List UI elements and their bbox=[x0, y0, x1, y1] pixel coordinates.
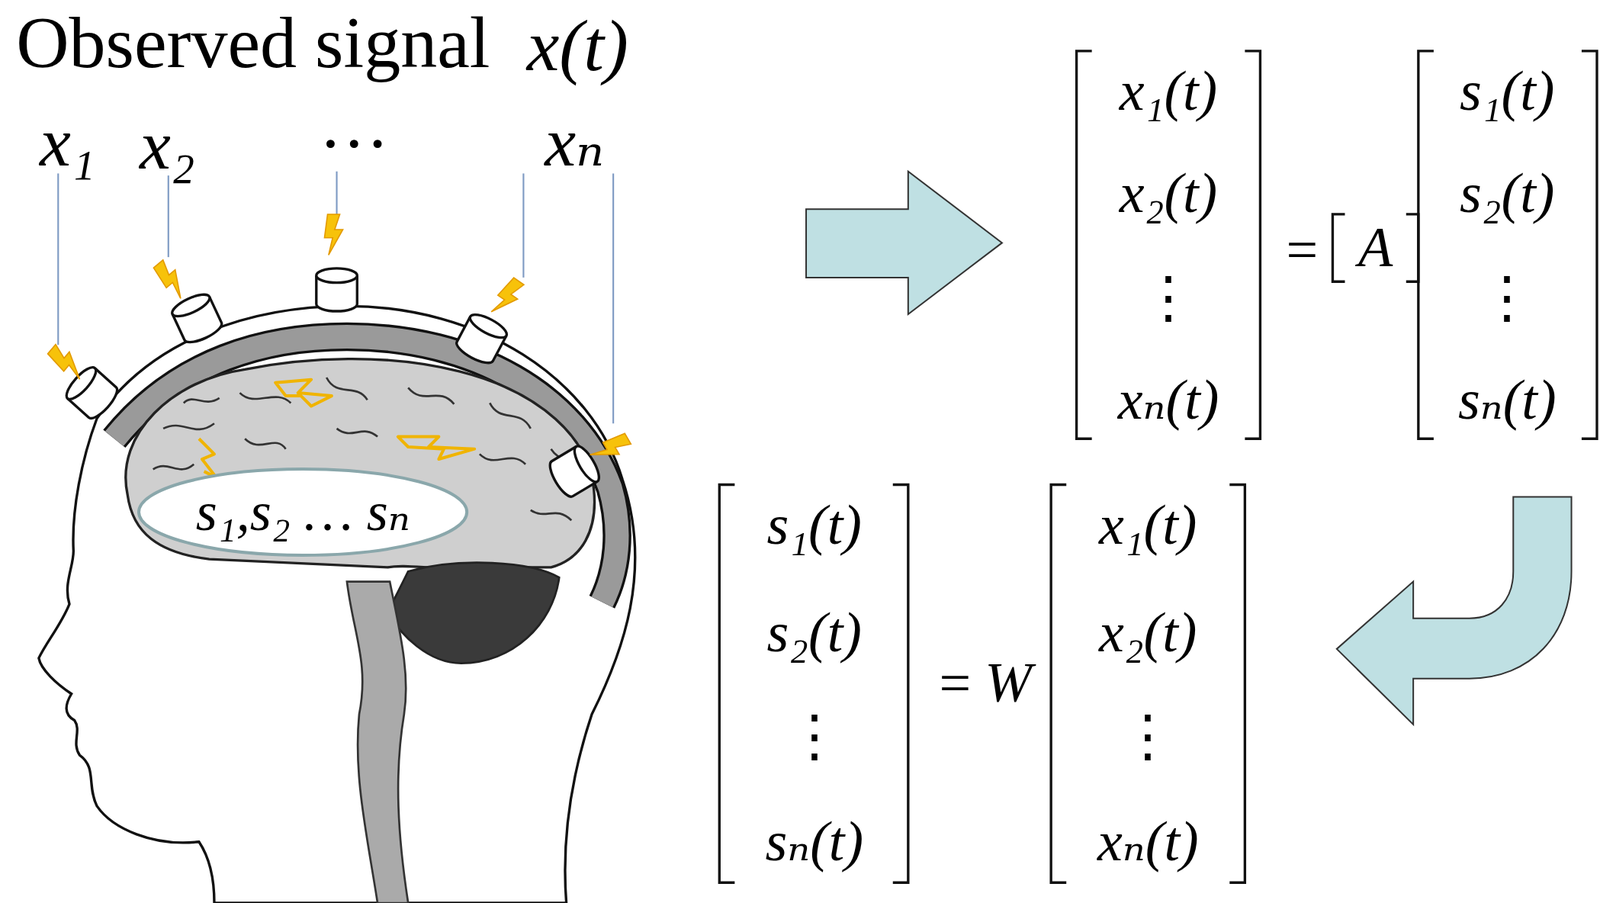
math-label: ⋮ bbox=[786, 705, 843, 768]
electrodes bbox=[570, 443, 605, 486]
matrix-brackets bbox=[1244, 51, 1260, 439]
electrodes bbox=[169, 290, 213, 322]
math-label: = bbox=[1285, 218, 1318, 281]
brain-folds bbox=[244, 438, 286, 449]
matrix-brackets bbox=[1406, 214, 1419, 282]
math-label: x₂ bbox=[139, 107, 196, 185]
neural-activity bbox=[398, 436, 475, 460]
matrix-brackets bbox=[1076, 51, 1093, 439]
math-label: W bbox=[984, 652, 1032, 715]
electrode-wires bbox=[57, 173, 59, 345]
math-label: ⋮ bbox=[1119, 705, 1176, 768]
brain-folds bbox=[489, 402, 531, 428]
matrix-brackets bbox=[1418, 51, 1434, 439]
math-label: Observed signal bbox=[16, 2, 490, 84]
brain-folds bbox=[408, 387, 454, 404]
brain-folds bbox=[479, 453, 526, 464]
electrodes bbox=[62, 268, 605, 501]
skull-band bbox=[114, 336, 617, 602]
matrix-brackets bbox=[1332, 214, 1345, 282]
math-label: x₁(t) bbox=[1098, 494, 1197, 556]
head-illustration bbox=[38, 305, 636, 903]
brain-folds bbox=[183, 398, 220, 404]
brain-folds bbox=[153, 464, 195, 470]
math-label: xₙ(t) bbox=[1097, 810, 1199, 873]
ellipse-outline bbox=[138, 469, 467, 556]
electrodes bbox=[316, 268, 358, 283]
electrodes bbox=[453, 310, 511, 368]
electrodes bbox=[169, 290, 225, 347]
math-label: s₁(t) bbox=[1459, 61, 1555, 123]
electrodes bbox=[545, 443, 604, 501]
source-ellipse: s₁,s₂ … sₙ bbox=[136, 466, 470, 558]
lightning-bolts bbox=[45, 214, 633, 468]
brain bbox=[125, 359, 595, 569]
math-label: x₁(t) bbox=[1119, 61, 1218, 123]
block-arrow bbox=[806, 171, 1003, 315]
matrix-brackets bbox=[1581, 51, 1597, 439]
math-label: ⋮ bbox=[1478, 266, 1536, 329]
math-label: xₙ(t) bbox=[1118, 369, 1220, 431]
matrix-brackets bbox=[1050, 484, 1067, 883]
electrodes bbox=[62, 363, 101, 403]
brain-folds bbox=[163, 423, 215, 430]
neural-activity bbox=[199, 438, 217, 478]
math-label: s₁(t) bbox=[767, 494, 862, 556]
lightning-bolts bbox=[587, 430, 633, 468]
lightning-bolts bbox=[151, 257, 192, 301]
math-label: x₂(t) bbox=[1098, 601, 1197, 664]
cerebellum bbox=[387, 562, 560, 664]
matrix-brackets bbox=[719, 51, 1597, 883]
math-label: sₙ(t) bbox=[1458, 369, 1557, 431]
electrode-wires bbox=[335, 171, 338, 215]
math-label: = bbox=[939, 652, 972, 715]
brain-folds bbox=[530, 510, 572, 521]
brainstem bbox=[346, 581, 409, 903]
neural-activity bbox=[275, 379, 332, 407]
math-label: x₁ bbox=[39, 104, 96, 182]
math-label: x(t) bbox=[526, 5, 629, 87]
skull-band bbox=[114, 336, 617, 602]
source-label: s₁,s₂ … sₙ bbox=[195, 481, 411, 543]
math-label: xₙ bbox=[544, 104, 605, 182]
electrodes bbox=[316, 268, 358, 312]
lightning-bolts bbox=[324, 214, 343, 256]
electrode-wires bbox=[522, 173, 524, 277]
math-label: x₂(t) bbox=[1119, 163, 1218, 225]
electrode-wires bbox=[167, 175, 170, 258]
electrodes bbox=[62, 363, 123, 422]
math-label: s₂(t) bbox=[767, 601, 862, 664]
brain-folds bbox=[337, 428, 379, 437]
curved-block-arrow bbox=[1336, 497, 1572, 725]
lightning-bolts bbox=[488, 276, 527, 321]
neural-activity bbox=[199, 379, 475, 478]
math-label: A bbox=[1358, 216, 1393, 279]
math-label: s₂(t) bbox=[1459, 163, 1555, 225]
math-label: sₙ(t) bbox=[764, 810, 864, 873]
head-outline bbox=[38, 305, 636, 903]
electrode-wires bbox=[57, 171, 614, 424]
matrix-brackets bbox=[893, 484, 909, 883]
matrix-brackets bbox=[719, 484, 735, 883]
lightning-bolts bbox=[45, 342, 89, 383]
electrode-wires bbox=[612, 173, 614, 424]
math-label: … bbox=[318, 86, 389, 164]
electrodes bbox=[466, 310, 510, 343]
math-label: ⋮ bbox=[1140, 266, 1197, 329]
matrix-brackets bbox=[1229, 484, 1245, 883]
